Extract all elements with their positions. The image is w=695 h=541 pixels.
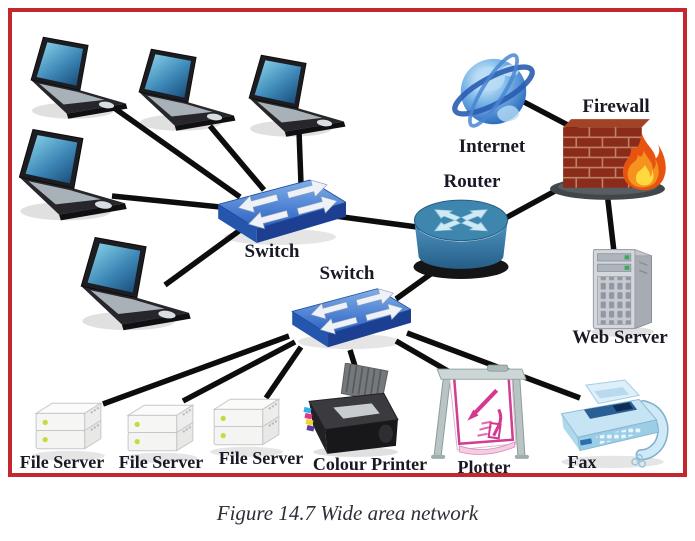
fax-label: Fax (567, 452, 597, 472)
switch-1 (204, 176, 346, 247)
laptop-3 (248, 52, 350, 142)
internet-globe (446, 43, 541, 138)
web-server (583, 235, 662, 339)
laptop-4 (18, 126, 132, 226)
router (407, 193, 514, 282)
file-server-3-label: File Server (218, 448, 304, 468)
firewall (549, 117, 670, 202)
web-server-label: Web Server (572, 327, 668, 348)
plotter (429, 357, 530, 466)
switch-2-label: Switch (319, 263, 375, 284)
colour-printer-label: Colour Printer (312, 454, 428, 474)
router-label: Router (443, 171, 501, 192)
laptop-2 (138, 46, 240, 136)
switch-1-label: Switch (244, 241, 300, 262)
colour-printer (303, 363, 406, 458)
laptop-5 (80, 234, 196, 336)
firewall-label: Firewall (582, 96, 650, 117)
laptop-1 (30, 34, 132, 124)
internet-label: Internet (458, 136, 526, 157)
file-server-1-label: File Server (19, 452, 105, 472)
file-server-2-label: File Server (118, 452, 204, 472)
figure-caption: Figure 14.7 Wide area network (216, 501, 479, 525)
plotter-label: Plotter (457, 457, 511, 477)
switch-2 (279, 285, 411, 351)
